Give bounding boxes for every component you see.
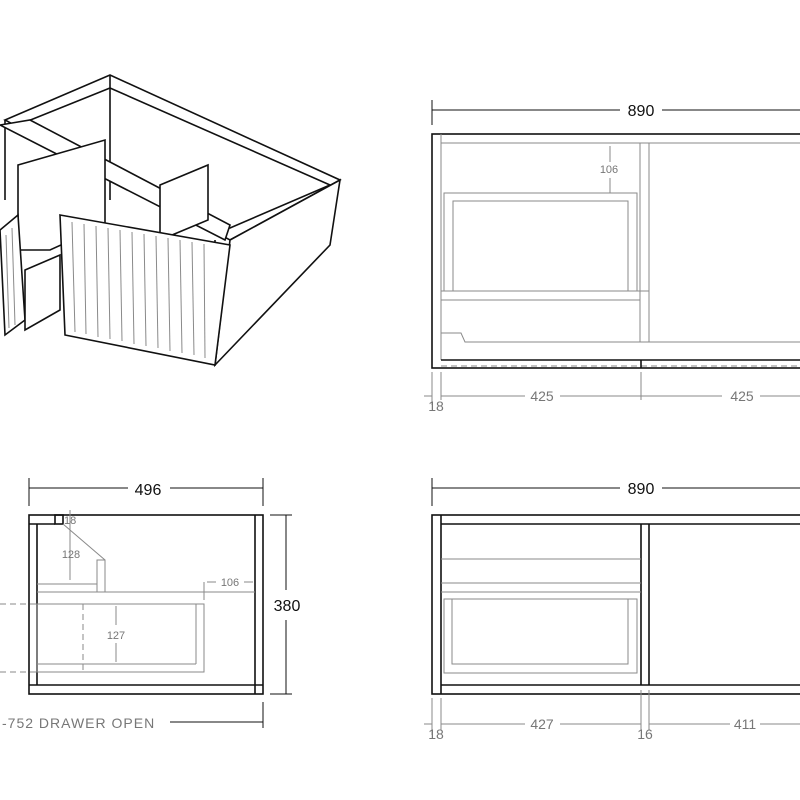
dimension-bay-right: 411 [734, 716, 757, 732]
dimension-width: 890 [628, 481, 655, 498]
dimension-bay-left: 427 [530, 716, 554, 732]
front-view-closed: 890 18 427 16 411 [424, 478, 800, 742]
drawer-open-label: -752 DRAWER OPEN [2, 715, 155, 731]
dimension-left-panel: 18 [428, 398, 444, 414]
side-view: 496 18 128 106 127 380 -752 DRAWER OPEN [0, 478, 300, 731]
dimension-bay-left: 425 [530, 388, 554, 404]
dimension-drawer-height: 127 [107, 630, 125, 642]
dimension-bay-right: 425 [730, 388, 754, 404]
dimension-width: 890 [628, 103, 655, 120]
dimension-left-panel: 18 [428, 726, 444, 742]
front-view-open: 890 106 18 425 425 [424, 100, 800, 414]
dimension-setback: 106 [221, 577, 239, 589]
door-flutes [71, 221, 206, 359]
dimension-depth: 496 [135, 482, 162, 499]
dimension-shelf-height: 128 [62, 549, 80, 561]
isometric-view [0, 74, 342, 368]
dimension-height: 380 [274, 598, 301, 615]
dimension-top-inner: 106 [600, 164, 618, 176]
dimension-divider: 16 [637, 726, 653, 742]
